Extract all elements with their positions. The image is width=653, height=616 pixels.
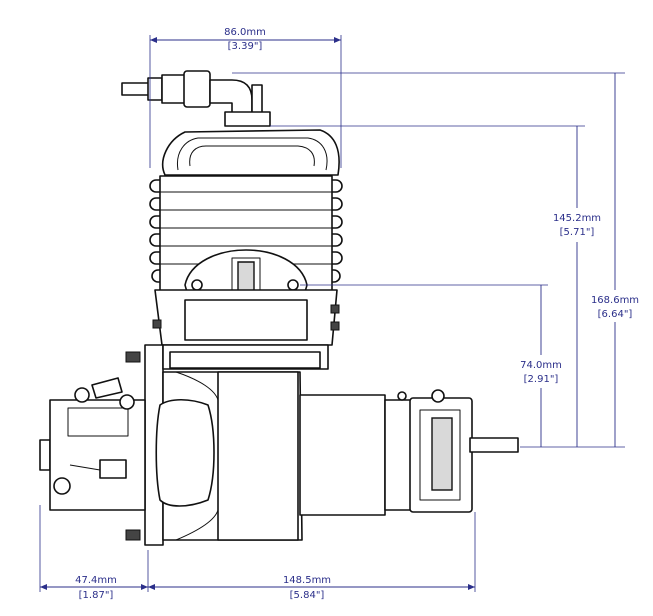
spark-plug-cap [121, 70, 271, 127]
dimension-width-carb-inch: [1.87"] [79, 590, 114, 601]
dimension-width-top-inch: [3.39"] [228, 41, 263, 52]
dimension-width-top: 86.0mm [3.39"] [149, 27, 342, 168]
cylinder-base [152, 289, 340, 346]
shaft-housing [299, 389, 519, 516]
dimension-height-shaft: 74.0mm [2.91"] [300, 284, 562, 447]
dimension-height-total-inch: [6.64"] [598, 309, 633, 320]
dimension-height-total-mm: 168.6mm [591, 295, 639, 306]
dimension-height-shaft-mm: 74.0mm [520, 360, 562, 371]
dimension-height-plug-inch: [5.71"] [560, 227, 595, 238]
mount-plate [125, 344, 329, 546]
dimension-width-body: 148.5mm [5.84"] [148, 512, 476, 601]
dimension-width-top-mm: 86.0mm [224, 27, 266, 38]
dimension-height-shaft-inch: [2.91"] [524, 374, 559, 385]
crankcase [155, 371, 303, 541]
dimension-width-carb: 47.4mm [1.87"] [39, 505, 149, 601]
dimension-width-carb-mm: 47.4mm [75, 575, 117, 586]
cylinder-head [161, 129, 340, 176]
carburetor [39, 377, 146, 511]
dimension-height-plug-mm: 145.2mm [553, 213, 601, 224]
dimension-width-body-mm: 148.5mm [283, 575, 331, 586]
dimension-height-total: 168.6mm [6.64"] [232, 72, 639, 448]
dimension-height-plug: 145.2mm [5.71"] [270, 125, 601, 447]
engine-outline [39, 70, 519, 546]
dimension-width-body-inch: [5.84"] [290, 590, 325, 601]
